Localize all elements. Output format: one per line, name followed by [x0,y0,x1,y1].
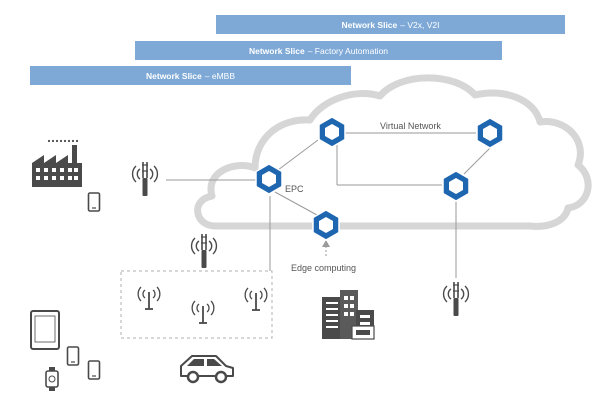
epc-label: EPC [285,184,304,194]
network-node-icon [476,117,504,149]
edge-node-icon [312,209,340,241]
cloud-shape [194,74,592,230]
car-icon [180,355,234,384]
epc-node-icon [255,163,283,195]
edge-computing-label: Edge computing [291,263,356,273]
slice-bar-embb-desc: – eMBB [204,70,235,81]
tablet-icon [30,310,60,350]
cell-tower-icon [190,233,218,269]
edge-arrow-head [322,240,330,247]
network-node-icon [318,116,346,148]
small-cell-area [120,270,273,339]
cell-tower-icon [131,161,159,197]
slice-bar-factory-title: Network Slice [248,45,305,56]
factory-icon [32,139,82,187]
cell-tower-icon [442,281,470,317]
small-cell-icon [137,286,161,310]
slice-bar-embb: Network Slice – eMBB [30,66,351,85]
slice-bar-v2x-title: Network Slice [341,19,398,30]
smartphone-icon [87,360,101,380]
slice-bar-v2x-desc: – V2x, V2I [400,19,440,30]
network-links [166,132,491,278]
small-cell-icon [191,300,215,324]
slice-bar-factory: Network Slice – Factory Automation [135,41,502,60]
slice-bar-v2x: Network Slice – V2x, V2I [216,15,565,34]
building-icon [322,290,375,340]
smartphone-icon [66,346,80,366]
virtual-network-label: Virtual Network [380,121,441,131]
slice-bar-embb-title: Network Slice [146,70,202,81]
network-node-icon [442,170,470,202]
smartphone-icon [87,192,101,212]
small-cell-icon [244,287,268,311]
slice-bar-factory-desc: – Factory Automation [307,45,389,56]
smartwatch-icon [45,367,59,391]
